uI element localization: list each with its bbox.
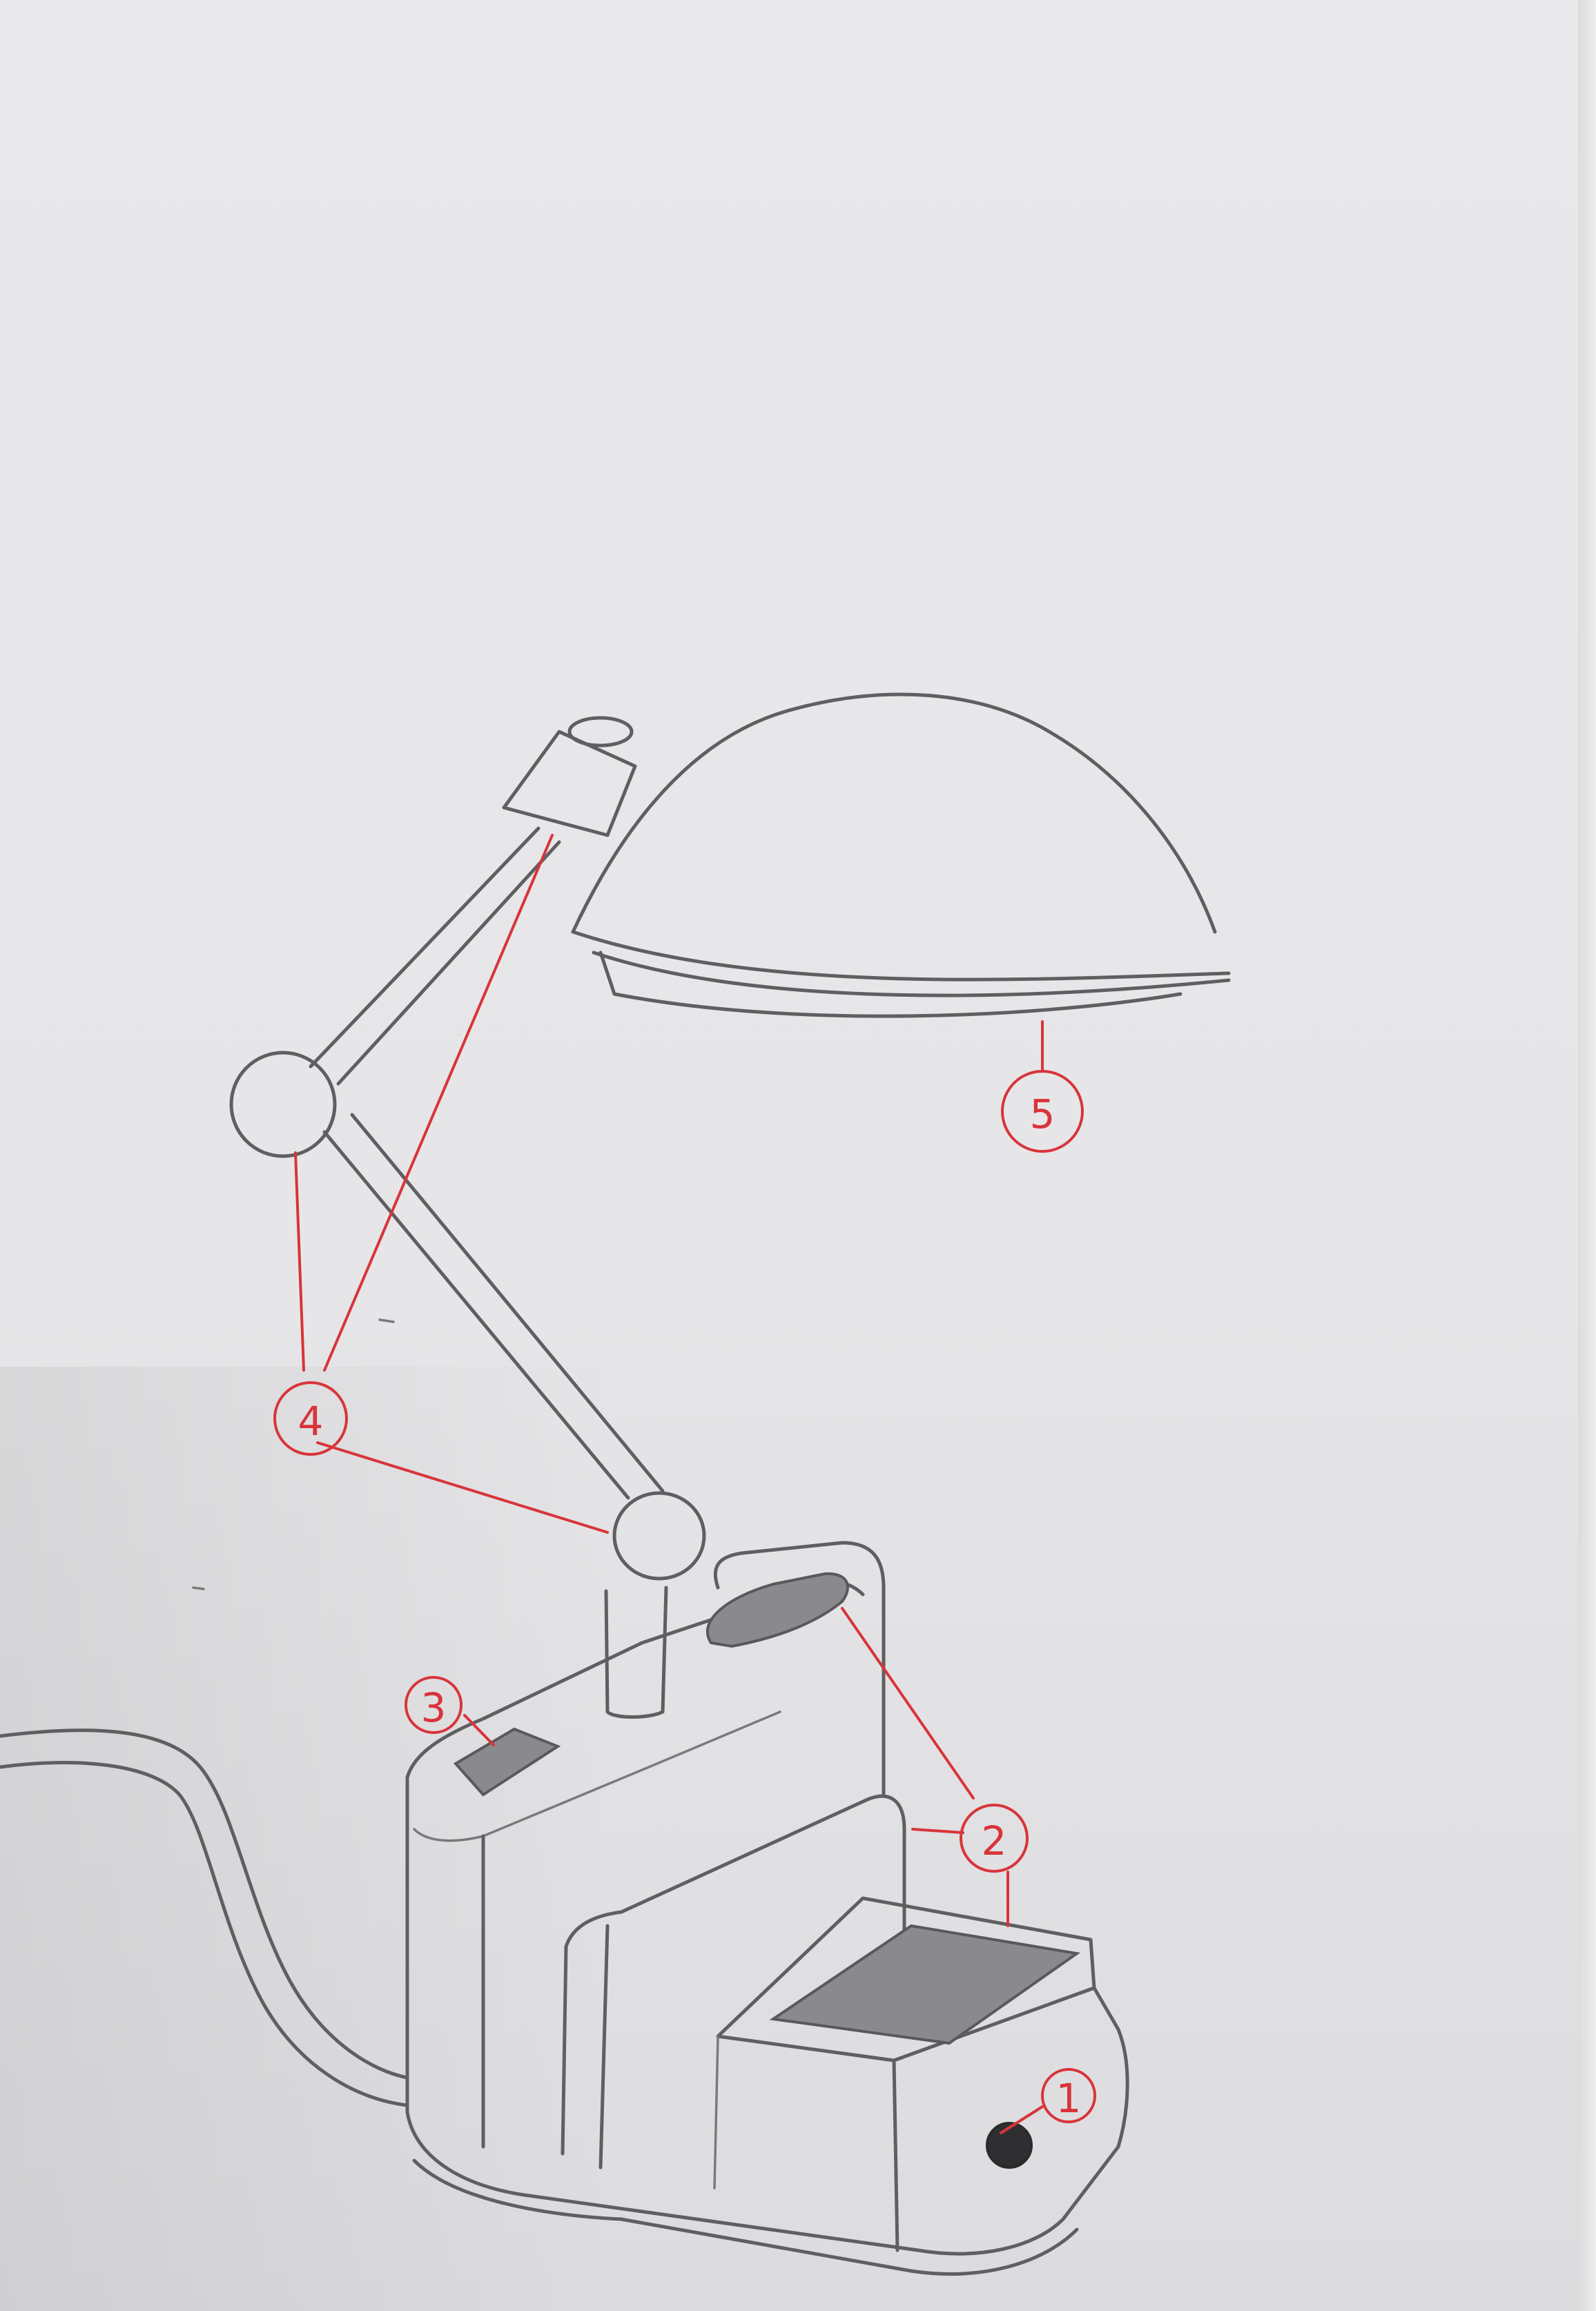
front-pad xyxy=(773,1926,1077,2043)
stray-mark xyxy=(193,1588,204,1589)
callout-2: 2 xyxy=(961,1805,1027,1871)
lamp-arm xyxy=(231,718,704,1717)
svg-text:4: 4 xyxy=(298,1398,324,1445)
knob-icon xyxy=(987,2123,1031,2167)
stray-mark xyxy=(380,1320,393,1322)
power-cord xyxy=(0,1730,407,2105)
callout-5: 5 xyxy=(1002,1071,1082,1151)
callout-1: 1 xyxy=(1042,2069,1095,2122)
svg-text:2: 2 xyxy=(982,1817,1007,1864)
callout-4: 4 xyxy=(275,1383,347,1454)
lampshade xyxy=(573,694,1229,1016)
svg-text:1: 1 xyxy=(1056,2075,1082,2122)
top-pad xyxy=(708,1574,848,1646)
switch-pad xyxy=(456,1729,558,1795)
svg-text:5: 5 xyxy=(1030,1091,1055,1138)
callout-3: 3 xyxy=(406,1677,461,1733)
svg-text:3: 3 xyxy=(421,1684,447,1731)
